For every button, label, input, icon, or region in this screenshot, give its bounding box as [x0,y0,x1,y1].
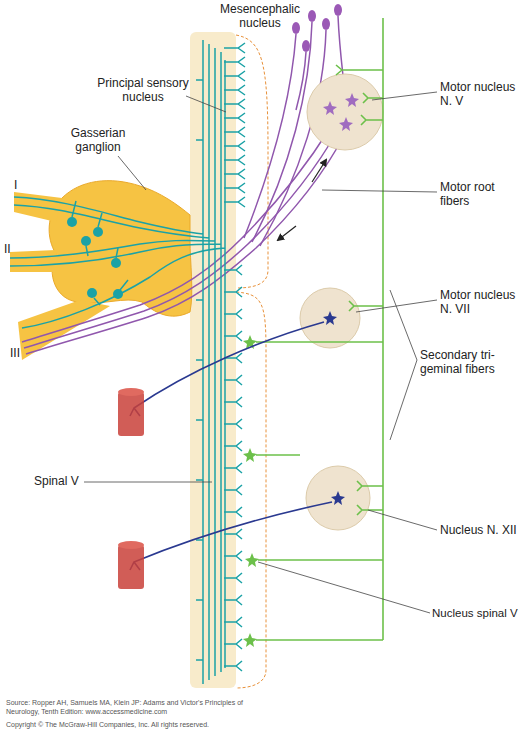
motor-root-fibers [22,16,346,354]
sensory-fiber [14,40,203,684]
secondary-branch [256,454,300,456]
nucleus-label: Mesencephalic nucleus [212,2,308,30]
nucleus-label: Nucleus N. XII [440,523,517,537]
leader-line [186,96,226,112]
ganglion-cell [111,258,121,268]
copyright-note: Copyright © The McGraw-Hill Companies, I… [6,720,209,729]
fiber-label: Motor root fibers [440,180,519,208]
leader-line [258,562,430,613]
nucleus-label: Nucleus spinal V [432,606,518,620]
maxillary-root [10,250,60,272]
secondary-branch [361,93,383,125]
direction-arrow [312,160,326,182]
muscle-cylinder [118,392,144,436]
efferent-neurons [323,311,345,505]
motor-nucleus-v [307,74,383,150]
mesencephalic-fiber [296,52,306,110]
leader-line [84,482,212,483]
direction-arrow [278,226,296,240]
leader-line [322,190,437,192]
division-numeral: III [10,346,20,360]
sensory-fiber [10,52,221,672]
mandibular-root [18,300,110,360]
motor-fiber [22,128,330,342]
facial-efferent [130,322,324,416]
spinal-terminals [224,265,242,671]
nucleus-xii [306,466,370,530]
motor-neuron [339,117,353,131]
principal-terminals [224,43,245,207]
nucleus-label: Principal sensory nucleus [94,76,192,104]
mesencephalic-fiber [260,30,326,246]
mesencephalic-fiber [244,34,296,238]
motor-v-neurons [323,93,359,131]
muscle-top [118,541,144,549]
mesencephalic-cell [302,40,310,52]
ganglion-label: Gasserian ganglion [64,126,132,154]
motor-neuron [323,101,337,115]
leader-lines [84,92,437,613]
source-note: Source: Ropper AH, Samuels MA, Klein JP:… [6,698,268,716]
motor-nucleus-vii [300,288,360,348]
efferent-fibers [130,322,332,570]
hypoglossal-motor-neuron [331,491,345,505]
motor-neuron [345,93,359,107]
mesencephalic-cell [308,10,316,22]
nucleus-label: Motor nucleus N. VII [440,288,519,316]
nucleus-label: Motor nucleus N. V [440,80,519,108]
mesencephalic-fiber [252,22,312,242]
ganglion-cell [67,217,77,227]
spinal-neuron [243,448,257,462]
secondary-fibers [256,18,383,640]
secondary-branch [336,65,383,75]
mesencephalic-cell [292,22,300,34]
secondary-branch [258,559,383,561]
spinal-neuron [245,553,259,567]
muscles [118,388,144,589]
gasserian-ganglion [49,181,192,316]
secondary-branch [349,301,383,311]
secondary-tract [382,18,384,640]
facial-motor-neuron [323,311,337,325]
ganglion-cell [93,227,103,237]
mesencephalic-cell [334,4,342,16]
secondary-branch [256,341,383,343]
secondary-branch [256,639,383,641]
secondary-branch [357,481,383,515]
ganglion-cells [67,217,123,299]
sensory-column [190,32,236,688]
mesencephalic-cell [322,18,330,30]
sensory-fiber [22,60,225,668]
leader-line [368,510,437,530]
division-numeral: II [4,242,11,256]
ganglion-cell [87,288,97,298]
ganglion-cell-stalks [72,201,128,305]
fiber-label: Secondary tri- geminal fibers [420,348,504,376]
spinal-neuron [243,633,257,647]
spinal-neurons [243,335,259,647]
muscle-cylinder [118,545,144,589]
sensory-fibers [10,40,245,684]
muscle-top [118,388,144,396]
ganglion-cell [113,289,123,299]
ganglion-cell [81,236,91,246]
leader-line [390,290,417,440]
leader-line [118,156,146,190]
sensory-fiber [14,44,209,680]
division-numeral: I [14,178,17,192]
tract-label: Spinal V [34,474,79,488]
hypoglossal-efferent [130,502,332,570]
sensory-fiber [10,48,215,676]
leader-line [372,92,437,100]
